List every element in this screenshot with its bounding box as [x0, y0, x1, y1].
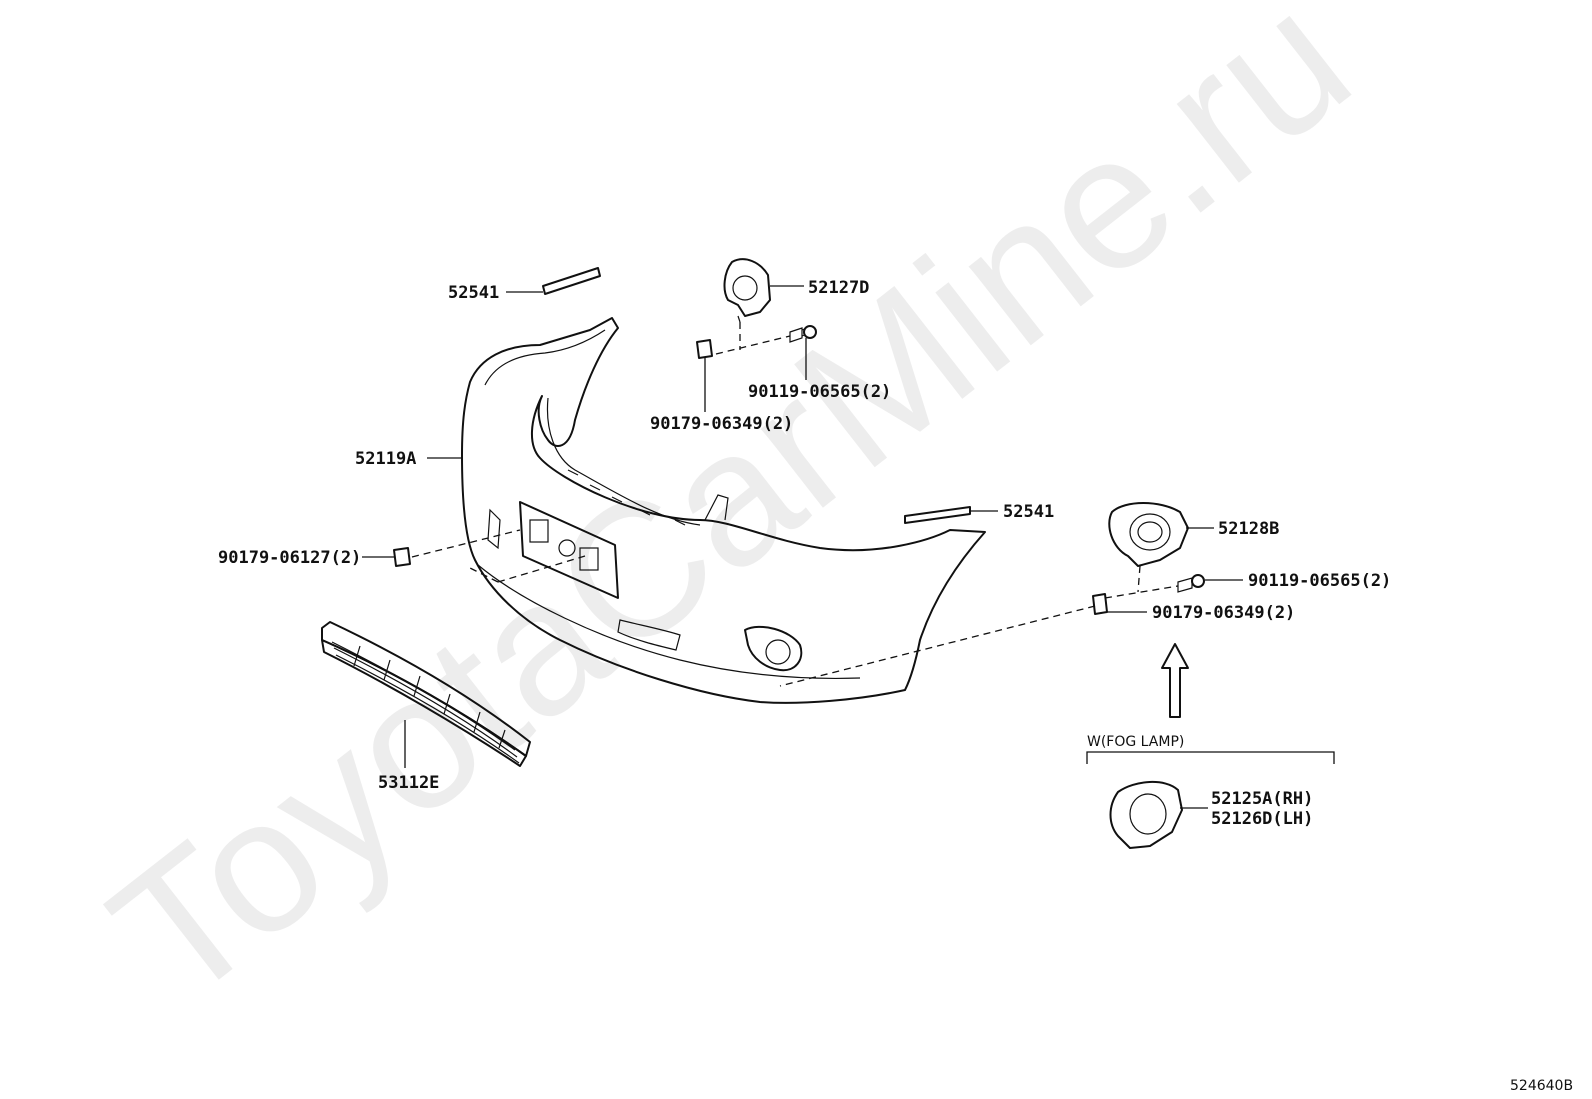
fog-lamp-section-bracket	[1086, 751, 1335, 764]
moulding-side-drawing	[904, 506, 971, 524]
label-bracket-right: 52128B	[1218, 519, 1279, 539]
label-moulding-upper: 52541	[448, 283, 499, 303]
label-moulding-side: 52541	[1003, 502, 1054, 522]
diagram-id: 524640B	[1510, 1078, 1573, 1094]
label-clip-left: 90179-06127(2)	[218, 548, 361, 568]
label-retainer-bracket: 52127D	[808, 278, 869, 298]
label-fog-bracket-rh: 52125A(RH)	[1211, 789, 1313, 809]
watermark-text: ToyotaCarMine.ru	[75, 0, 1387, 1042]
label-screw-right: 90119-06565(2)	[1248, 571, 1391, 591]
bumper-cover-drawing	[461, 317, 986, 704]
fog-bracket-drawing	[1109, 780, 1183, 849]
label-fog-lamp-section: W(FOG LAMP)	[1087, 734, 1184, 750]
up-arrow-icon	[1161, 643, 1189, 718]
nut-upper-drawing	[696, 339, 713, 359]
retainer-bracket-drawing	[723, 258, 771, 323]
bracket-right-drawing	[1108, 502, 1189, 567]
label-nut-right: 90179-06349(2)	[1152, 603, 1295, 623]
clip-left-drawing	[393, 547, 411, 567]
label-screw-upper: 90119-06565(2)	[748, 382, 891, 402]
nut-right-drawing	[1092, 593, 1108, 615]
label-fog-bracket-lh: 52126D(LH)	[1211, 809, 1313, 829]
screw-upper-drawing	[789, 325, 817, 343]
screw-right-drawing	[1177, 574, 1205, 593]
moulding-upper-drawing	[542, 267, 601, 295]
lower-grille-drawing	[321, 621, 531, 767]
label-lower-grille: 53112E	[378, 773, 439, 793]
label-nut-upper: 90179-06349(2)	[650, 414, 793, 434]
label-bumper-cover: 52119A	[355, 449, 416, 469]
